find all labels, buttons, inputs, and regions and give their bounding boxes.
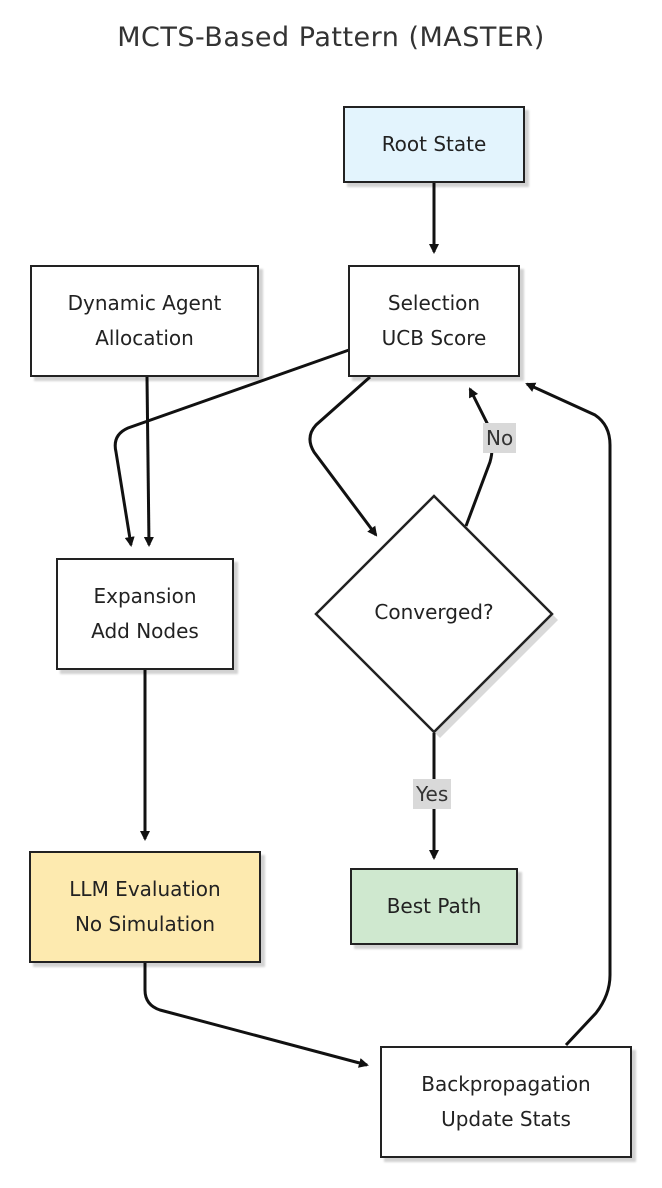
node-converged-label: Converged? bbox=[374, 600, 494, 624]
node-dynamic-agent: Dynamic Agent Allocation bbox=[30, 265, 259, 377]
node-llm-evaluation-line2: No Simulation bbox=[74, 912, 216, 936]
node-root-state-label: Root State bbox=[381, 132, 487, 156]
edge-label-yes: Yes bbox=[413, 779, 452, 809]
node-llm-evaluation: LLM Evaluation No Simulation bbox=[29, 851, 261, 963]
node-expansion-line1: Expansion bbox=[93, 584, 197, 608]
node-backpropagation-line1: Backpropagation bbox=[421, 1072, 591, 1096]
node-selection: Selection UCB Score bbox=[348, 265, 520, 377]
edge-converged-to-selection-no bbox=[464, 387, 494, 527]
edge-selection-to-expansion bbox=[113, 348, 350, 547]
edge-selection-to-converged bbox=[308, 375, 378, 537]
node-backpropagation-line2: Update Stats bbox=[441, 1107, 571, 1131]
edge-llm-to-backprop bbox=[143, 962, 369, 1068]
node-root-state: Root State bbox=[343, 106, 525, 183]
node-backpropagation: Backpropagation Update Stats bbox=[380, 1046, 632, 1158]
edge-label-no: No bbox=[483, 423, 517, 453]
node-expansion-line2: Add Nodes bbox=[91, 619, 199, 643]
edge-backprop-to-selection bbox=[525, 382, 612, 1047]
converged-diamond bbox=[314, 494, 554, 734]
node-dynamic-agent-line2: Allocation bbox=[95, 326, 194, 350]
node-best-path: Best Path bbox=[350, 868, 518, 945]
node-dynamic-agent-line1: Dynamic Agent bbox=[67, 291, 222, 315]
node-llm-evaluation-line1: LLM Evaluation bbox=[69, 877, 221, 901]
diagram-title: MCTS-Based Pattern (MASTER) bbox=[117, 22, 545, 53]
node-best-path-label: Best Path bbox=[386, 894, 482, 918]
node-expansion: Expansion Add Nodes bbox=[56, 558, 234, 670]
node-selection-line1: Selection bbox=[387, 291, 481, 315]
edge-agent-to-expansion bbox=[143, 376, 154, 547]
node-selection-line2: UCB Score bbox=[381, 326, 487, 350]
